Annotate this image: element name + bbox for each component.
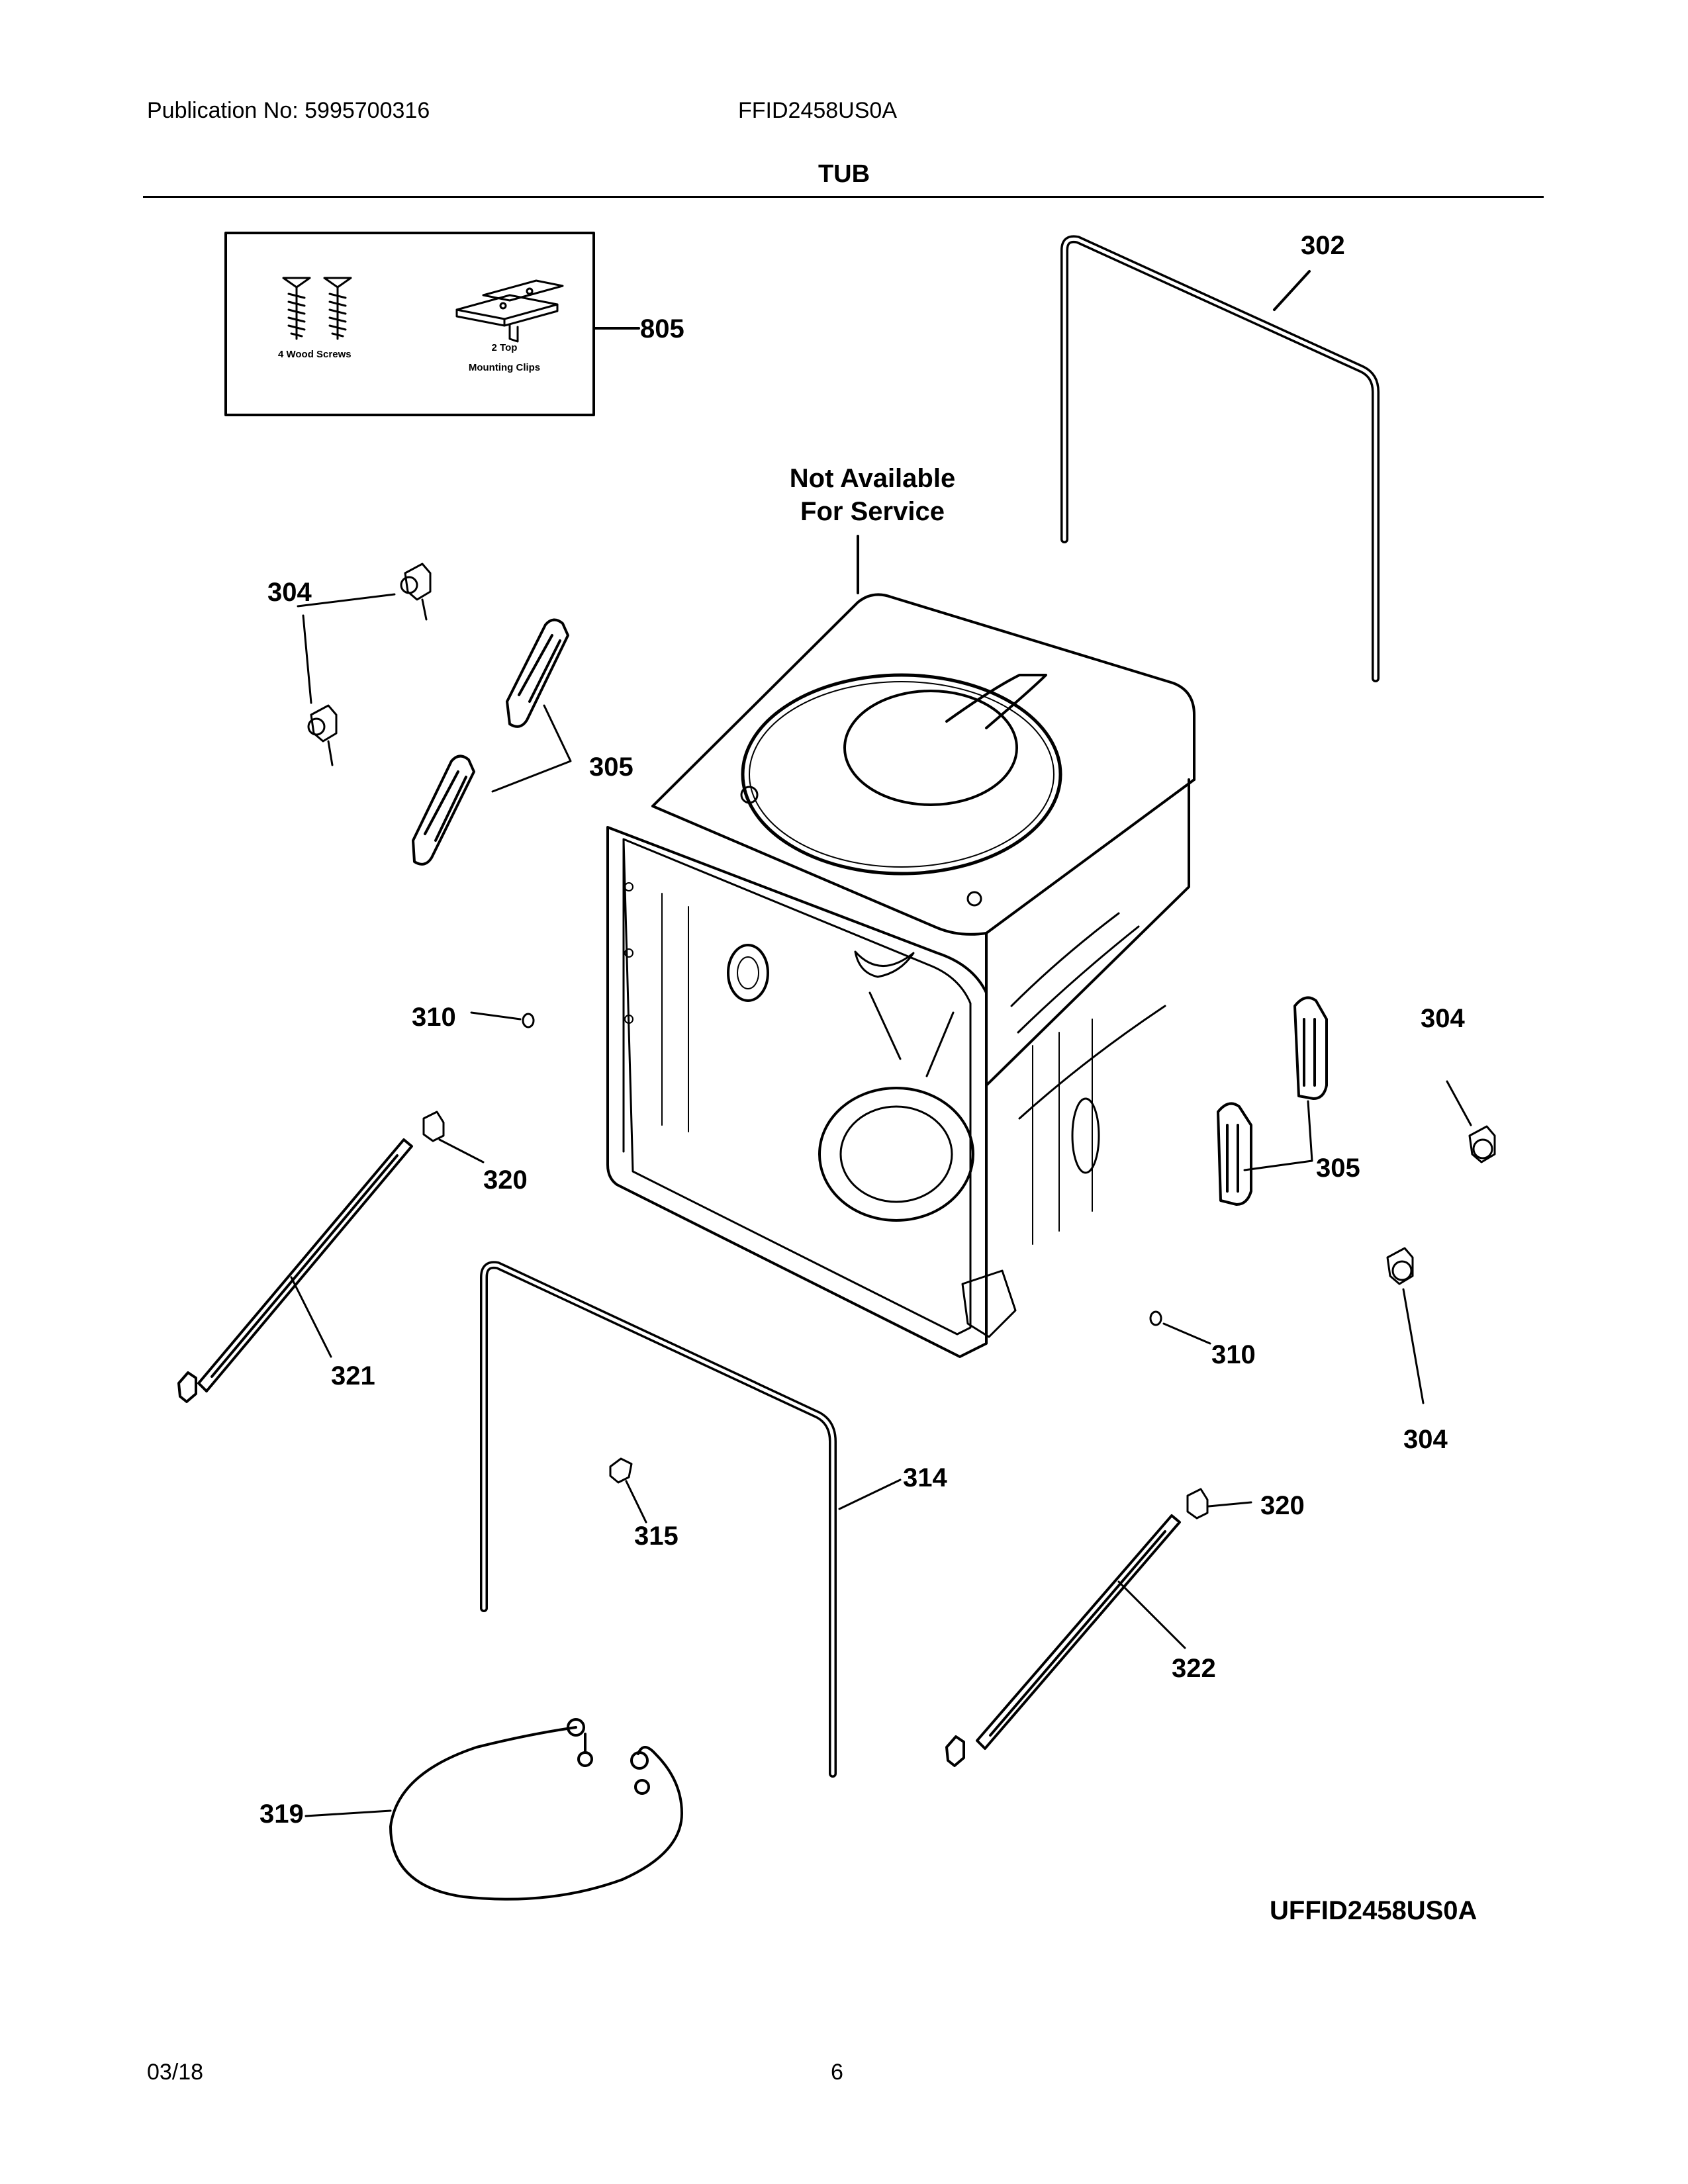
part-315-clip xyxy=(609,1457,647,1524)
part-321-rail xyxy=(177,1138,413,1403)
callout-304-right-upper: 304 xyxy=(1421,1004,1465,1033)
clips-label-line2: Mounting Clips xyxy=(469,362,540,373)
callout-320-left: 320 xyxy=(483,1165,528,1195)
callout-321: 321 xyxy=(331,1361,375,1390)
callout-304-upper-left: 304 xyxy=(267,578,312,607)
part-305-rails-left xyxy=(412,618,572,866)
section-title: TUB xyxy=(818,160,870,188)
note-line1: Not Available xyxy=(790,464,955,493)
callout-314: 314 xyxy=(903,1463,947,1492)
part-305-rails-right xyxy=(1217,996,1328,1206)
part-304-bracket-right xyxy=(1386,1080,1496,1404)
clips-label-line1: 2 Top xyxy=(492,342,518,353)
callout-305-right: 305 xyxy=(1316,1154,1360,1183)
callout-322: 322 xyxy=(1172,1654,1216,1683)
drawing-id: UFFID2458US0A xyxy=(1270,1896,1477,1925)
callout-310-right: 310 xyxy=(1211,1340,1256,1369)
callout-310-left: 310 xyxy=(412,1003,456,1032)
part-302-top-gasket xyxy=(1060,235,1380,682)
wood-screw-icon xyxy=(282,277,352,340)
part-320-clip xyxy=(422,1111,1252,1520)
footer-date: 03/18 xyxy=(147,2060,204,2085)
callout-805: 805 xyxy=(640,314,684,343)
callout-302: 302 xyxy=(1301,231,1345,260)
callout-315: 315 xyxy=(634,1522,679,1551)
model-number: FFID2458US0A xyxy=(738,98,897,123)
tub-assembly xyxy=(606,535,1196,1358)
callout-319: 319 xyxy=(259,1799,304,1829)
mounting-clip-icon xyxy=(455,279,564,343)
part-322-rail xyxy=(945,1514,1186,1767)
screws-label: 4 Wood Screws xyxy=(278,349,352,360)
kit-805-box: 4 Wood Screws 2 Top Mounting Clips xyxy=(224,232,640,416)
part-314-lower-gasket xyxy=(480,1261,902,1778)
callout-304-right-lower: 304 xyxy=(1403,1425,1448,1454)
page-number: 6 xyxy=(831,2060,843,2085)
part-310-plug xyxy=(470,1011,1211,1345)
part-304-bracket-left xyxy=(297,563,432,766)
part-319-heater xyxy=(305,1718,683,1901)
callout-320-right: 320 xyxy=(1260,1491,1305,1520)
note-line2: For Service xyxy=(800,497,945,526)
header-rule xyxy=(143,196,1544,198)
callout-305-left: 305 xyxy=(589,752,633,782)
publication-number: Publication No: 5995700316 xyxy=(147,98,430,123)
